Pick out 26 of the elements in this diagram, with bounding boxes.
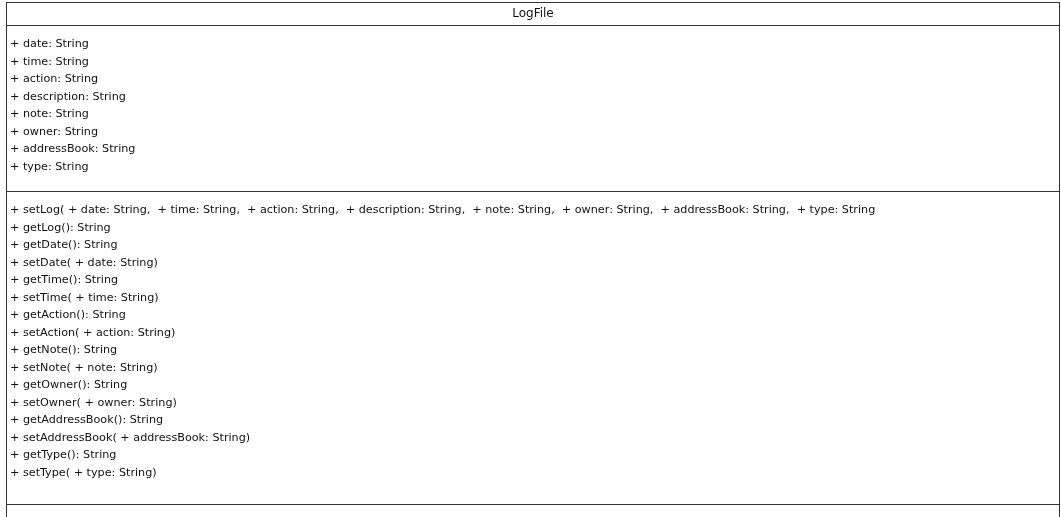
operation-text: + setNote( + note: String): [10, 359, 158, 376]
operation-text: + setLog( + date: String, + time: String, + action: String, + description: String, + note: String, + owner: String, + addressBook: String, + type: String: [10, 202, 876, 218]
attribute-text: + addressBook: String: [10, 141, 136, 157]
operation-text: + getOwner(): String: [10, 377, 128, 393]
class-box: [6, 2, 1060, 517]
operation-text: + setType( + type: String): [10, 464, 157, 481]
operation-text: + setAddressBook( + addressBook: String): [10, 429, 251, 446]
attribute-text: + note: String: [10, 106, 89, 122]
attribute-text: + time: String: [10, 53, 89, 70]
operation-text: + getDate(): String: [10, 237, 118, 253]
class-name: LogFile: [511, 5, 555, 21]
operation-text: + getLog(): String: [10, 219, 111, 236]
operation-text: + setAction( + action: String): [10, 324, 176, 341]
operation-text: + getType(): String: [10, 447, 117, 463]
attribute-text: + owner: String: [10, 123, 98, 140]
operation-text: + setOwner( + owner: String): [10, 394, 177, 411]
operation-text: + getAddressBook(): String: [10, 412, 164, 428]
attribute-text: + action: String: [10, 71, 99, 87]
attribute-text: + type: String: [10, 158, 89, 175]
attribute-text: + description: String: [10, 88, 126, 105]
attribute-text: + date: String: [10, 36, 89, 52]
operation-text: + setTime( + time: String): [10, 289, 159, 306]
operation-text: + getNote(): String: [10, 342, 118, 358]
operation-text: + setDate( + date: String): [10, 254, 158, 271]
operation-text: + getAction(): String: [10, 307, 126, 323]
operation-text: + getTime(): String: [10, 272, 119, 288]
